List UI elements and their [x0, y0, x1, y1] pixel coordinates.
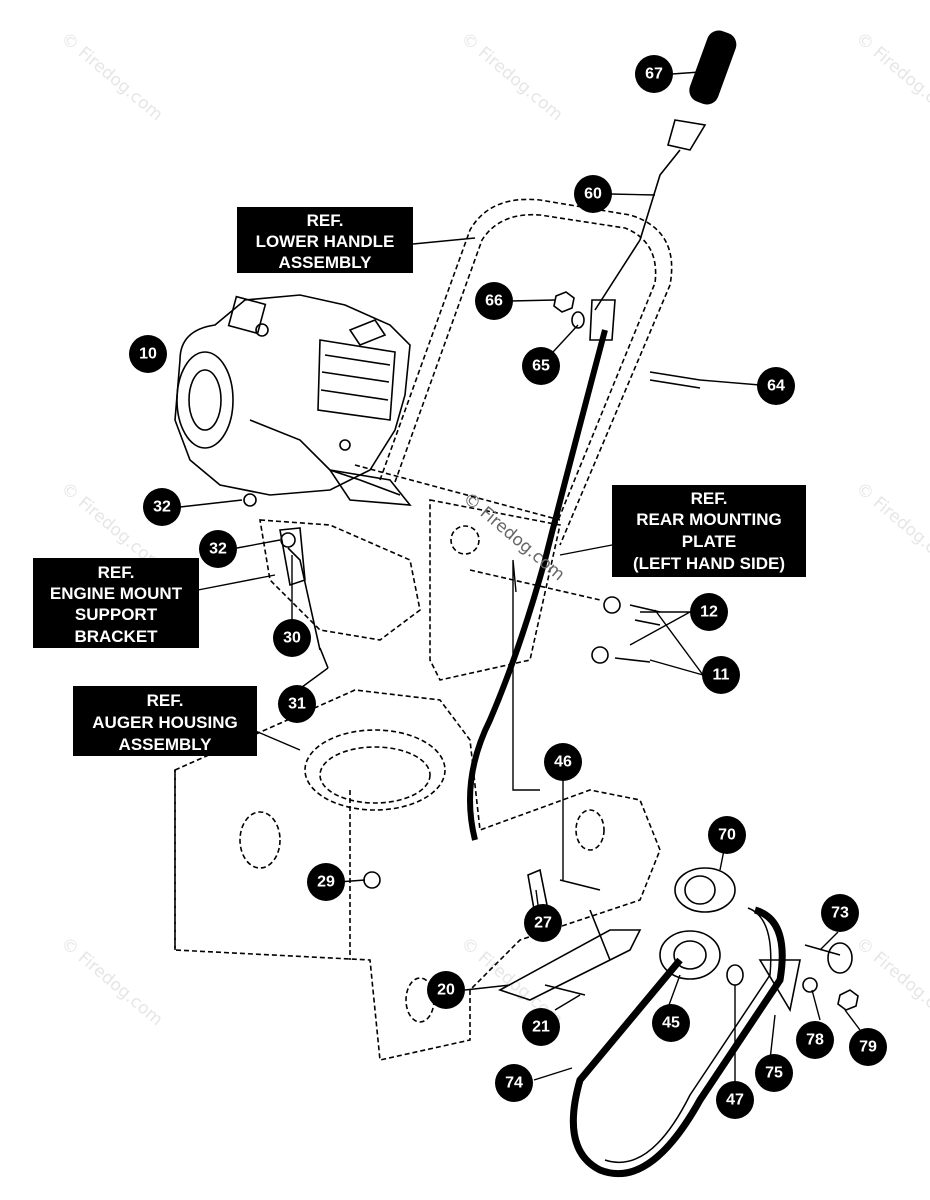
callout-79: 79	[849, 1028, 887, 1066]
svg-text:20: 20	[437, 982, 455, 999]
svg-text:32: 32	[153, 499, 171, 516]
svg-text:65: 65	[532, 358, 550, 375]
ref-line: LOWER HANDLE	[256, 232, 395, 251]
callout-74: 74	[495, 1064, 533, 1102]
callout-65: 65	[522, 347, 560, 385]
svg-text:31: 31	[288, 696, 306, 713]
watermark: © Firedog.com	[57, 29, 167, 126]
ref-line: REF.	[307, 211, 344, 230]
ref-line: (LEFT HAND SIDE)	[633, 554, 785, 573]
callout-60: 60	[574, 175, 612, 213]
callout-46: 46	[544, 743, 582, 781]
callout-21: 21	[522, 1008, 560, 1046]
ref-line: REAR MOUNTING	[636, 510, 781, 529]
svg-text:21: 21	[532, 1019, 550, 1036]
engine-drawing	[174, 294, 561, 521]
svg-text:64: 64	[767, 378, 785, 395]
svg-text:66: 66	[485, 293, 503, 310]
cable-drawing	[467, 30, 737, 841]
pulleys-belt-drawing	[569, 867, 859, 1178]
callout-12: 12	[690, 593, 728, 631]
svg-text:11: 11	[713, 667, 730, 684]
callout-70: 70	[708, 816, 746, 854]
svg-text:75: 75	[765, 1065, 783, 1082]
svg-text:32: 32	[209, 541, 227, 558]
callout-30: 30	[273, 619, 311, 657]
svg-text:12: 12	[700, 604, 718, 621]
svg-text:10: 10	[139, 346, 157, 363]
callout-75: 75	[755, 1054, 793, 1092]
callout-32a: 32	[143, 488, 181, 526]
watermark: © Firedog.com	[57, 934, 167, 1031]
callout-10: 10	[129, 335, 167, 373]
auger-housing-drawing	[174, 689, 661, 1061]
watermark: © Firedog.com	[852, 29, 930, 126]
svg-text:47: 47	[726, 1092, 744, 1109]
callout-45: 45	[652, 1004, 690, 1042]
ref-labels: REF. LOWER HANDLE ASSEMBLY REF. REAR MOU…	[33, 207, 806, 756]
svg-text:46: 46	[554, 754, 572, 771]
hardware-drawing	[243, 291, 701, 1001]
callout-78: 78	[796, 1021, 834, 1059]
callout-64: 64	[757, 367, 795, 405]
callout-73: 73	[821, 894, 859, 932]
svg-text:74: 74	[505, 1075, 523, 1092]
watermark: © Firedog.com	[457, 29, 567, 126]
ref-line: REF.	[147, 691, 184, 710]
ref-line: BRACKET	[74, 627, 158, 646]
callout-66: 66	[475, 282, 513, 320]
svg-text:60: 60	[584, 186, 602, 203]
callout-27: 27	[524, 904, 562, 942]
svg-text:73: 73	[831, 905, 849, 922]
svg-text:30: 30	[283, 630, 301, 647]
ref-line: ENGINE MOUNT	[50, 584, 183, 603]
svg-text:29: 29	[317, 874, 335, 891]
svg-text:79: 79	[859, 1039, 877, 1056]
svg-text:67: 67	[645, 66, 663, 83]
callouts: 67 60 66 65 64 10 32 32 30 31 12 11 46 7…	[129, 55, 887, 1119]
callout-67: 67	[635, 55, 673, 93]
ref-line: REF.	[98, 563, 135, 582]
ref-line: ASSEMBLY	[279, 253, 373, 272]
ref-label-rear-mounting-plate: REF. REAR MOUNTING PLATE (LEFT HAND SIDE…	[612, 485, 806, 577]
svg-text:27: 27	[534, 915, 552, 932]
callout-29: 29	[307, 863, 345, 901]
callout-47: 47	[716, 1081, 754, 1119]
watermark: © Firedog.com	[852, 479, 930, 576]
ref-line: PLATE	[682, 532, 736, 551]
svg-text:45: 45	[662, 1015, 680, 1032]
callout-20: 20	[427, 971, 465, 1009]
svg-text:78: 78	[806, 1032, 824, 1049]
ref-label-engine-mount-support-bracket: REF. ENGINE MOUNT SUPPORT BRACKET	[33, 558, 199, 648]
ref-line: AUGER HOUSING	[92, 713, 237, 732]
callout-31: 31	[278, 685, 316, 723]
ref-label-lower-handle-assembly: REF. LOWER HANDLE ASSEMBLY	[237, 207, 413, 273]
ref-line: REF.	[691, 489, 728, 508]
ref-line: SUPPORT	[75, 605, 158, 624]
watermark: © Firedog.com	[852, 934, 930, 1031]
svg-text:70: 70	[718, 827, 736, 844]
ref-line: ASSEMBLY	[119, 735, 213, 754]
callout-11: 11	[702, 656, 740, 694]
callout-32b: 32	[199, 530, 237, 568]
ref-label-auger-housing-assembly: REF. AUGER HOUSING ASSEMBLY	[73, 686, 257, 756]
